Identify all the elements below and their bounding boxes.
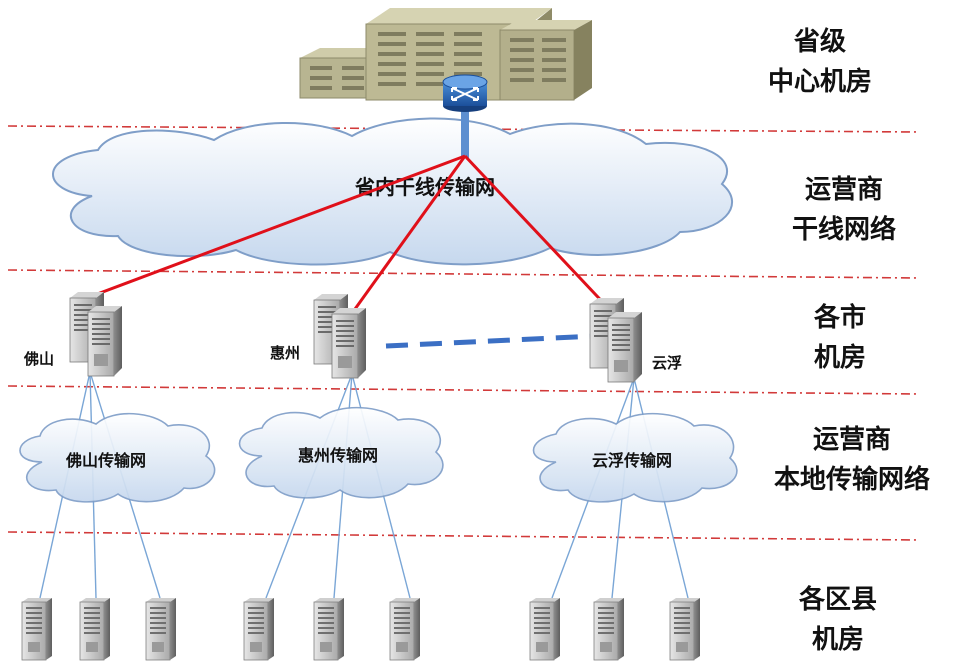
tier-label-line: 机房 xyxy=(811,625,864,655)
server-icon xyxy=(589,297,643,383)
tier-label-line: 各市 xyxy=(813,303,866,333)
tier-label-line: 运营商 xyxy=(804,175,883,205)
server-icon xyxy=(593,597,625,661)
tier-label-provincial: 省级 中心机房 xyxy=(720,22,920,102)
city-label-huizhou: 惠州 xyxy=(270,344,300,362)
backbone-links xyxy=(91,154,614,317)
server-icon xyxy=(21,597,53,661)
cloud-icon xyxy=(532,412,738,503)
backbone-link-foshan xyxy=(91,154,466,298)
server-icon xyxy=(243,597,275,661)
backbone-link-yunfu xyxy=(463,154,614,314)
server-icon xyxy=(145,597,177,661)
cloud-label-foshan: 佛山传输网 xyxy=(65,451,146,470)
tier-label-district: 各区县 机房 xyxy=(738,580,938,660)
server-icon xyxy=(69,291,123,377)
cloud-icon xyxy=(19,412,216,503)
server-icon xyxy=(79,597,111,661)
tier-label-line: 中心机房 xyxy=(767,67,872,97)
router-icon xyxy=(442,74,488,112)
server-icon xyxy=(313,597,345,661)
tier-label-city: 各市 机房 xyxy=(740,298,940,378)
tier-label-line: 本地传输网络 xyxy=(773,465,930,495)
tier-label-line: 运营商 xyxy=(812,425,891,455)
tier-label-line: 机房 xyxy=(813,343,866,373)
server-icon xyxy=(389,597,421,661)
tier-label-line: 各区县 xyxy=(798,585,877,615)
uplink-cable xyxy=(461,110,469,158)
tier-label-backbone: 运营商 干线网络 xyxy=(744,170,944,250)
tier-divider xyxy=(7,531,919,541)
cloud-icon xyxy=(238,406,444,499)
tier-label-line: 干线网络 xyxy=(791,215,896,245)
cloud-label-yunfu: 云浮传输网 xyxy=(592,451,672,470)
tier-divider xyxy=(7,385,919,395)
tier-label-local: 运营商 本地传输网络 xyxy=(752,420,952,500)
server-icon xyxy=(669,597,701,661)
backbone-cloud-icon xyxy=(52,117,734,266)
backbone-label: 省内干线传输网 xyxy=(354,175,495,199)
backbone-link-huizhou xyxy=(348,155,467,317)
city-label-foshan: 佛山 xyxy=(23,350,54,368)
city-label-yunfu: 云浮 xyxy=(652,354,682,372)
tier-label-line: 省级 xyxy=(793,27,846,57)
city-link-dashed xyxy=(385,333,597,349)
building-icon xyxy=(299,8,592,101)
server-icon xyxy=(529,597,561,661)
cloud-label-huizhou: 惠州传输网 xyxy=(298,446,378,465)
